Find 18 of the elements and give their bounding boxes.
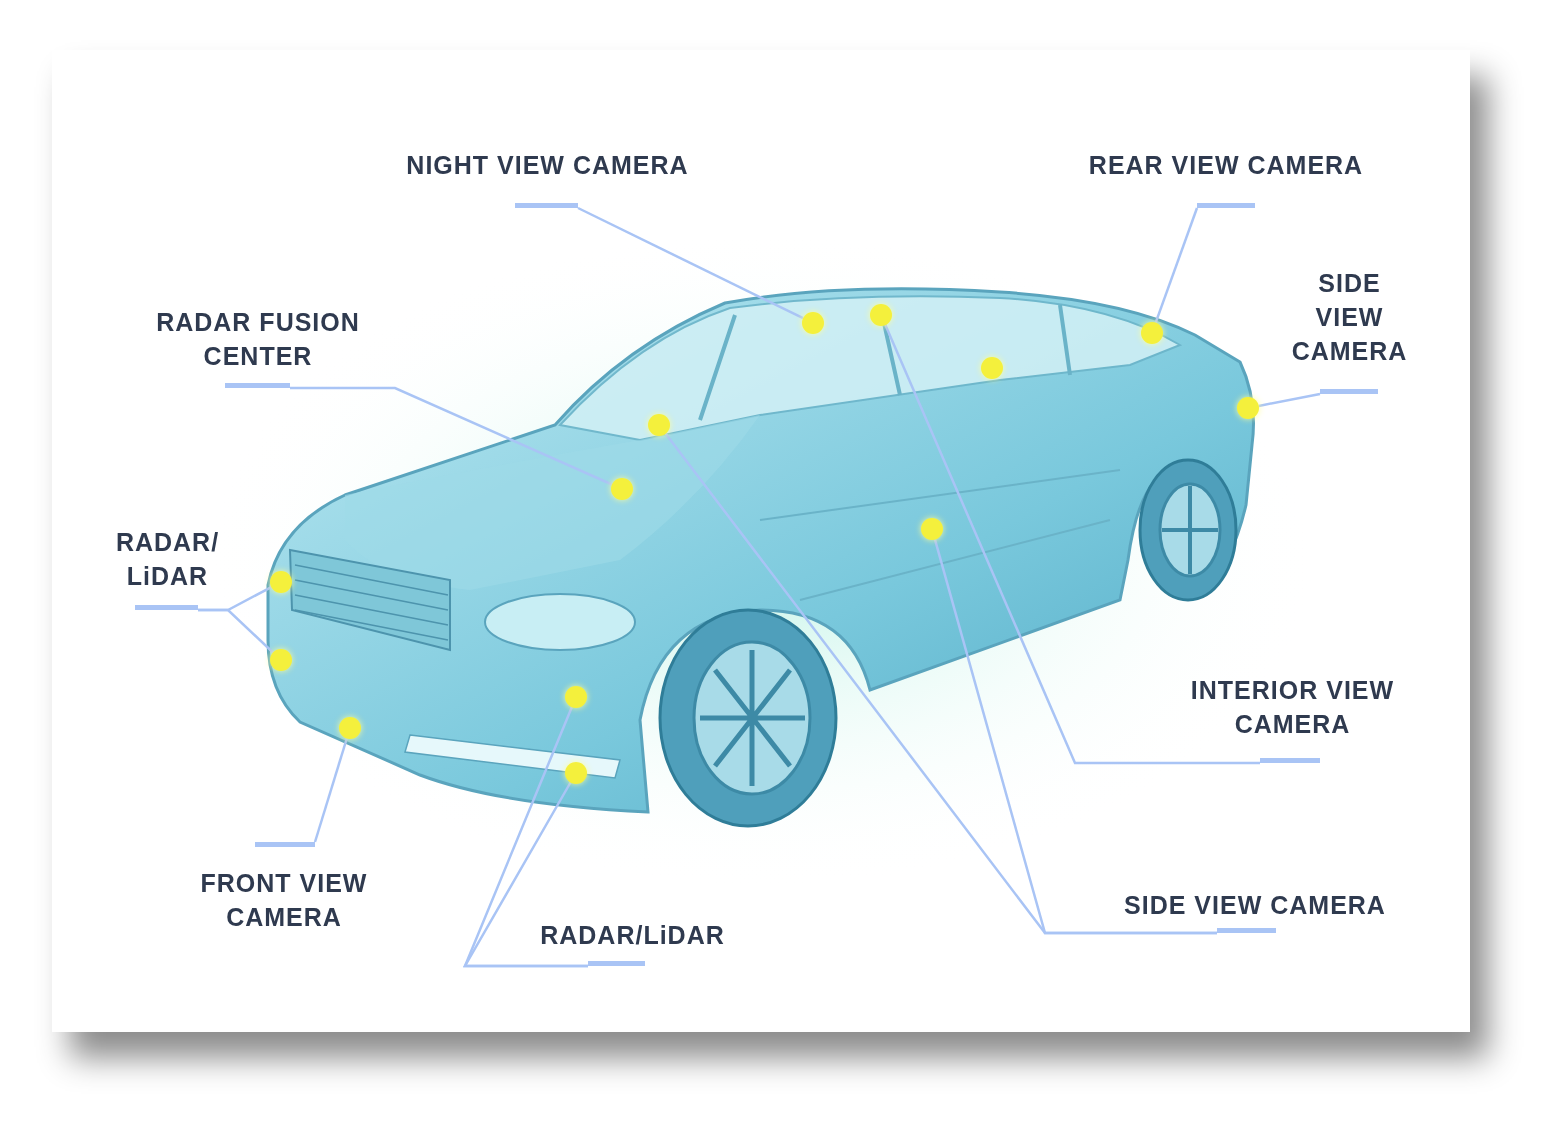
leader-line [462,781,588,968]
leader-line [290,386,613,486]
callout-label: FRONT VIEW CAMERA [199,868,369,933]
callout-label: NIGHT VIEW CAMERA [406,150,689,181]
leader-line [313,738,348,843]
callout-label: SIDE VIEW CAMERA [1290,268,1409,367]
callout-label: INTERIOR VIEW CAMERA [1189,675,1396,740]
leader-line [933,539,1217,935]
leader-line [1258,392,1321,408]
callout-label: RADAR/LiDAR [540,920,725,951]
leader-line [577,206,804,320]
leader-line [198,608,274,654]
callout-label: REAR VIEW CAMERA [1088,150,1364,181]
leader-line [884,324,1260,765]
leader-line [1154,207,1199,324]
callout-label: RADAR FUSION CENTER [155,307,361,372]
callout-label: RADAR/ LiDAR [114,527,221,592]
callout-label: SIDE VIEW CAMERA [1124,890,1386,921]
